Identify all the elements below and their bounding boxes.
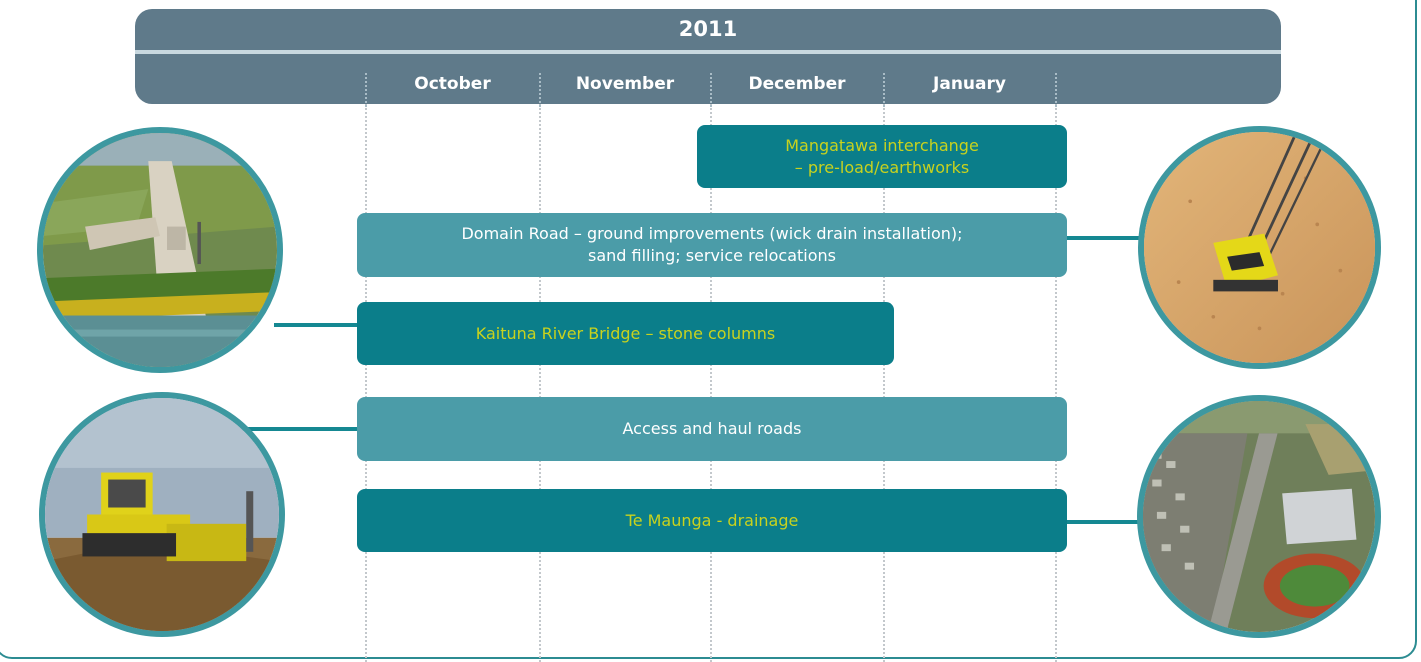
month-november: November: [575, 74, 675, 94]
header-tick: [883, 73, 885, 107]
header-divider: [135, 50, 1281, 54]
bulldozer-photo: [39, 392, 285, 637]
task-label: Te Maunga - drainage: [625, 510, 799, 530]
task-label: – pre-load/earthworks: [794, 157, 970, 177]
crane-photo: [1138, 126, 1381, 369]
header-tick: [539, 73, 541, 107]
task-bar-mangatawa: Mangatawa interchange – pre-load/earthwo…: [697, 125, 1067, 188]
header-tick: [710, 73, 712, 107]
connector-aerial-photo: [274, 323, 360, 327]
gridline-nov-start: [539, 104, 541, 662]
gridline-oct-start: [365, 104, 367, 662]
task-label: Domain Road – ground improvements (wick …: [461, 224, 963, 243]
month-january: January: [933, 74, 1006, 94]
month-october: October: [414, 74, 491, 94]
task-label: Access and haul roads: [622, 419, 802, 438]
task-label: sand filling; service relocations: [587, 246, 836, 265]
gridline-jan-start: [883, 104, 885, 662]
header-tick: [365, 73, 367, 107]
month-december: December: [748, 74, 846, 94]
timeline-header: 2011 October November December January: [135, 9, 1281, 107]
gridline-jan-end: [1055, 104, 1057, 662]
connector-crane-photo: [1062, 236, 1140, 240]
connector-stadium-photo: [1062, 520, 1142, 524]
task-label: Mangatawa interchange: [785, 135, 979, 155]
task-bar-access-roads: Access and haul roads: [357, 397, 1067, 461]
connector-bulldozer-photo: [240, 427, 360, 431]
aerial-road-photo: [37, 127, 283, 373]
gridline-dec-start: [710, 104, 712, 662]
task-label: Kaituna River Bridge – stone columns: [475, 323, 776, 343]
aerial-stadium-photo: [1137, 395, 1381, 638]
task-bar-kaituna: Kaituna River Bridge – stone columns: [357, 302, 894, 365]
task-bar-te-maunga: Te Maunga - drainage: [357, 489, 1067, 552]
year-label: 2011: [678, 17, 738, 41]
header-tick: [1055, 73, 1057, 107]
task-bar-domain-road: Domain Road – ground improvements (wick …: [357, 213, 1067, 277]
